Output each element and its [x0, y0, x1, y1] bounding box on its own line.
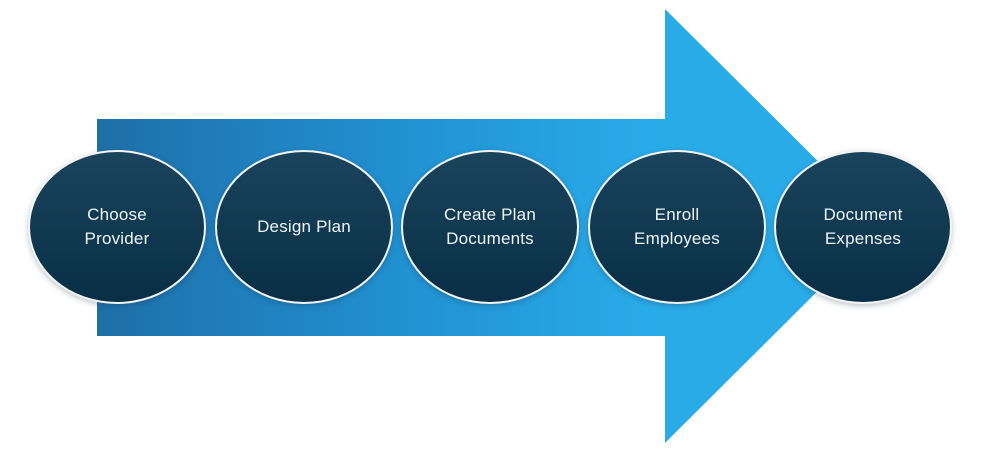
step-circle-design-plan: Design Plan [215, 150, 393, 304]
step-label-design-plan: Design Plan [257, 217, 351, 236]
step-circle-enroll-employees: Enroll Employees [588, 150, 766, 304]
step-label-create-plan-documents: Create Plan Documents [444, 205, 536, 248]
step-circle-create-plan-documents: Create Plan Documents [401, 150, 579, 304]
step-label-choose-provider: Choose Provider [84, 205, 150, 248]
step-label-document-expenses: Document Expenses [823, 205, 903, 248]
step-circle-choose-provider: Choose Provider [28, 150, 206, 304]
step-circle-document-expenses: Document Expenses [774, 150, 952, 304]
step-label-enroll-employees: Enroll Employees [634, 205, 720, 248]
